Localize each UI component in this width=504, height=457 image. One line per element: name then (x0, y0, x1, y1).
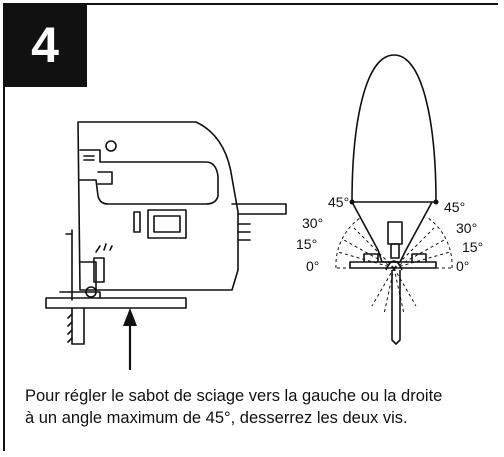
instruction-text: Pour régler le sabot de sciage vers la g… (25, 385, 495, 429)
jigsaw-front-view (349, 54, 437, 345)
left-angle-0: 0° (306, 258, 319, 274)
angle-scale (335, 217, 453, 315)
right-angle-45: 45° (444, 199, 465, 215)
step-number-badge: 4 (3, 3, 87, 87)
right-angle-30: 30° (456, 220, 477, 236)
right-angle-15: 15° (462, 239, 483, 255)
left-angle-30: 30° (302, 215, 323, 231)
left-angle-15: 15° (296, 236, 317, 252)
angle-dots (349, 199, 439, 205)
instruction-line-2: à un angle maximum de 45°, desserrez les… (25, 409, 408, 427)
left-angle-45: 45° (328, 194, 349, 210)
up-arrow (123, 308, 137, 370)
jigsaw-side-view (45, 121, 287, 345)
right-angle-0: 0° (456, 258, 469, 274)
instruction-line-1: Pour régler le sabot de sciage vers la g… (25, 387, 443, 405)
page-frame (3, 3, 498, 451)
